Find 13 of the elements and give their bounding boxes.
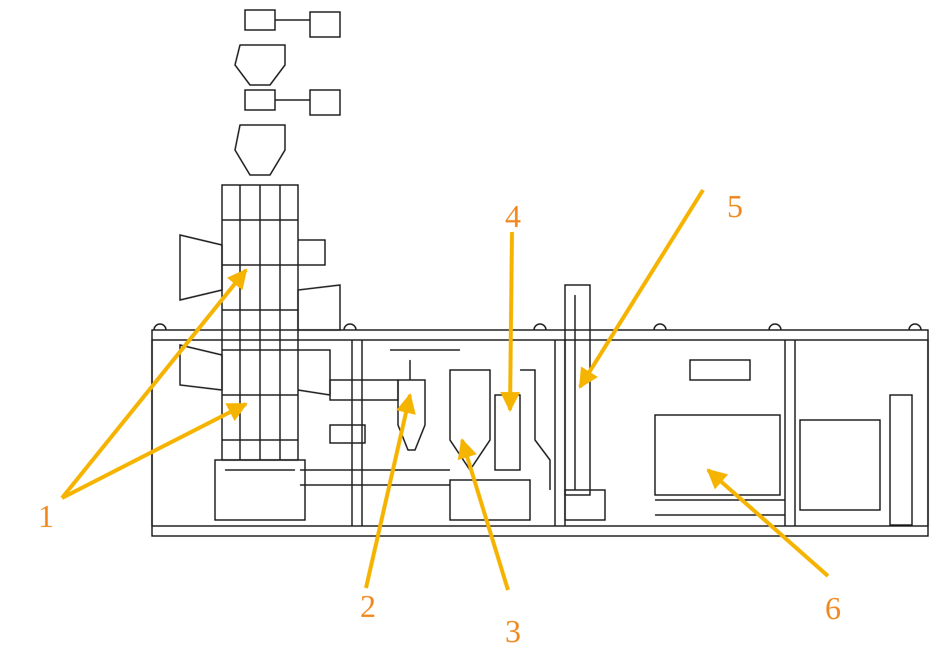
leader-line — [578, 188, 705, 389]
leader-line — [61, 402, 248, 500]
leader-line — [500, 232, 520, 412]
leader-line — [60, 268, 248, 500]
callout-number: 4 — [505, 200, 521, 232]
callout-number: 3 — [505, 615, 521, 647]
callout-number: 1 — [38, 500, 54, 532]
leader-line — [706, 468, 830, 578]
callout-number: 6 — [825, 592, 841, 624]
callout-number: 2 — [360, 590, 376, 622]
leader-line — [364, 393, 416, 588]
leader-line — [458, 438, 510, 591]
callout-number: 5 — [727, 190, 743, 222]
